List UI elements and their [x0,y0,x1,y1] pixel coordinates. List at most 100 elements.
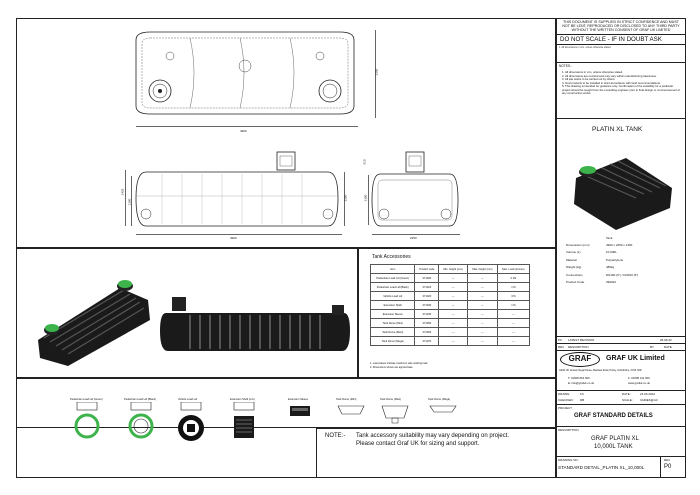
tank-dome-maxi-icon [381,405,409,424]
accessory-label: Tank Dome (Mega) [428,398,451,401]
note-item: 4. Graf products to be installed in stri… [562,80,661,85]
table-row: Pedestrian Load Lid (Black)371010——1.5t [369,282,531,292]
dim-side-height1: 1300 [127,198,132,206]
elevations-panel [16,18,556,248]
note-item: 1. All dimensions in mm, unless otherwis… [562,70,623,74]
accessory-label: Pedestrian Load Lid (Black) [124,398,156,401]
dim-end-top: 610 [362,159,367,165]
graf-logo: GRAF [560,352,600,367]
accessories-col: Max. height (mm) [467,264,498,274]
drawn-label: DRAWN: [558,392,571,396]
description-label: DESCRIPTION [558,428,579,432]
tank-render-panel [16,248,358,378]
title-block [556,18,686,478]
rev-col-desc: DESCRIPTION [568,345,589,349]
dim-end-width: 2250 [410,236,417,240]
extension-shaft-icon [233,402,255,438]
notes-title: NOTES:- [559,64,572,68]
dim-top-height: 2250 [374,68,379,76]
rev-no-value: P0 [664,464,672,470]
logo-text: GRAF [568,354,592,363]
dim-side-right: 2250 [343,194,348,202]
note-item: 5. This drawing is intended for guidance… [562,84,681,95]
company-email: E: info@grafuk.co.uk [568,381,595,385]
pedestrian-lid-green-icon [74,402,100,439]
checked-label: CHECKED: [558,398,574,402]
accessory-label: Tank Dome (Maxi) [380,398,402,401]
accessories-col: Item [369,264,416,274]
dim-side-height2: 1425 [120,188,125,196]
note-text-1: Tank accessory suitability may vary depe… [356,433,510,439]
date-label: DATE: [622,392,631,396]
accessories-table: Item Product code Min. height (mm) Max. … [369,264,531,346]
note-item: 2. All dimensions are nominal and may va… [562,73,657,78]
drawn-value: FC [580,392,584,396]
checked-value: DB [580,398,585,402]
vehicle-lid-icon [178,402,204,441]
company-fax: F: 01608 211 309 [628,376,650,380]
accessories-col: Max. Load (tonnes) [496,264,531,274]
spec-row: Weight (kg)480kg [566,265,615,270]
company-tel: T: 01608 664 560 [568,376,590,380]
accessory-label: Pedestrian Load Lid (Green) [70,398,103,401]
tank-plan-view [135,31,355,115]
scale-value: VARIES@A3 [640,398,658,402]
rev-date-value: 26.06.22 [660,338,672,342]
accessory-label: Tank Dome (Mini) [336,398,357,401]
note-text-2: Please contact Graf UK for sizing and su… [356,441,480,447]
rev-no-label: REV [664,458,671,462]
description-value-2: 10,000L TANK [594,444,633,450]
accessories-footnote: 2. Dimensions shown are approximate. [370,366,414,369]
project-label: PROJECT [558,406,573,410]
table-row: Pedestrian Load Lid (Green)371000——0.15t [369,273,531,283]
table-row: Tank Dome (Mega)371070——— [369,336,531,346]
tank-side-elevation [135,151,339,227]
accessories-footnote: 1. Load values indicate maximum safe wor… [370,362,428,365]
company-web: www.grafuk.co.uk [628,381,650,385]
accessories-title: Tank Accessories [372,254,411,260]
notice-text: 1. All dimensions in mm, unless otherwis… [559,46,612,49]
rev-col-by: BY [650,345,655,349]
accessory-images-panel [16,378,556,428]
accessory-label: Extension Shaft (mm) [230,398,255,401]
tank-end-elevation [371,151,459,227]
specs-heading: Tank [606,236,613,240]
extension-sleeve-icon [290,406,310,416]
note-label: NOTE:- [325,433,346,439]
accessories-panel [358,248,556,378]
pedestrian-lid-black-icon [128,402,154,439]
specs-table: Dimensions (mm)4900 x 2250 x 1300 Volume… [566,242,684,286]
rev-p-label: P0 [558,338,562,342]
tank-dome-mini-icon [337,405,365,415]
description-value-1: GRAF PLATIN XL [591,436,639,442]
spec-row: Dimensions (mm)4900 x 2250 x 1300 [566,243,633,247]
tank-3d-render [38,280,150,366]
notes-list: 1. All dimensions in mm, unless otherwis… [562,70,681,96]
dim-side-width: 4900 [230,236,237,240]
note-box [316,428,556,478]
company-name: GRAF UK Limited [606,355,665,362]
dim-end-height: 1300 [363,194,368,202]
general-notice: 1. All dimensions in mm, unless otherwis… [559,46,683,62]
accessories-col: Product code [414,264,440,274]
tank-dome-mega-icon [429,405,457,413]
do-not-scale: DO NOT SCALE - IF IN DOUBT ASK [560,36,662,43]
note-item: 3. All site works to be carried out by o… [562,77,616,81]
rev-col-date: DATE [664,345,672,349]
accessory-label: Vehicle Load Lid [178,398,198,401]
latest-revision-label: LATEST REVISION [568,338,595,342]
product-render [574,158,672,230]
rev-col-rev: REV [558,345,565,349]
scale-label: SCALE: [622,398,633,402]
dim-top-width: 4900 [240,129,247,133]
project-value: GRAF STANDARD DETAILS [574,413,653,419]
drawing-no-label: DRAWING NO. [558,458,579,462]
accessories-col: Min. height (mm) [438,264,469,274]
spec-row: Volume (L)10,000L [566,250,617,255]
